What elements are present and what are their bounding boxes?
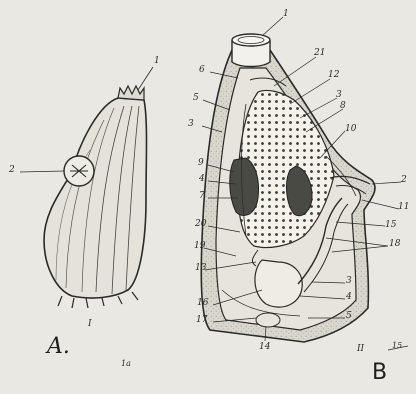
label-b-21: 21 [314,49,325,58]
label-b-14: 14 [259,343,270,352]
label-b-4: 4 [199,175,205,184]
label-b-3-low: 3 [346,277,352,286]
panel-a-roman: I [88,320,92,329]
panel-b-anatomy [201,17,408,350]
label-a-1: 1 [154,57,160,66]
label-b-12: 12 [328,71,339,80]
panel-b-sublabel: 15 [392,342,402,350]
heart [256,313,280,327]
label-b-10: 10 [345,125,356,134]
label-b-11: 11 [398,203,409,212]
panel-a-body [20,67,153,308]
label-b-6: 6 [199,66,205,75]
label-b-18: 18 [389,240,400,249]
label-b-4-low: 4 [346,293,352,302]
label-b-9: 9 [198,159,204,168]
label-b-8: 8 [340,102,346,111]
panel-letter-b: B [372,362,387,384]
oral-siphon [118,86,144,100]
label-a-2: 2 [9,166,15,175]
label-b-16: 16 [197,299,208,308]
label-b-5-low: 5 [346,312,352,321]
panel-a-sublabel: 1a [121,360,131,368]
label-b-20: 20 [195,220,206,229]
label-b-3: 3 [336,91,342,100]
label-b-1: 1 [283,10,289,19]
label-b-2: 2 [401,176,407,185]
label-b-3-left: 3 [188,120,194,129]
label-b-13: 13 [195,264,206,273]
label-b-17: 17 [196,316,207,325]
label-b-19: 19 [194,242,205,251]
label-b-5: 5 [193,94,199,103]
panel-letter-a: A. [47,336,70,358]
label-b-7: 7 [199,192,205,201]
label-b-15: 15 [385,221,396,230]
panel-b-roman: II [357,345,364,354]
gonad-left [230,158,259,216]
